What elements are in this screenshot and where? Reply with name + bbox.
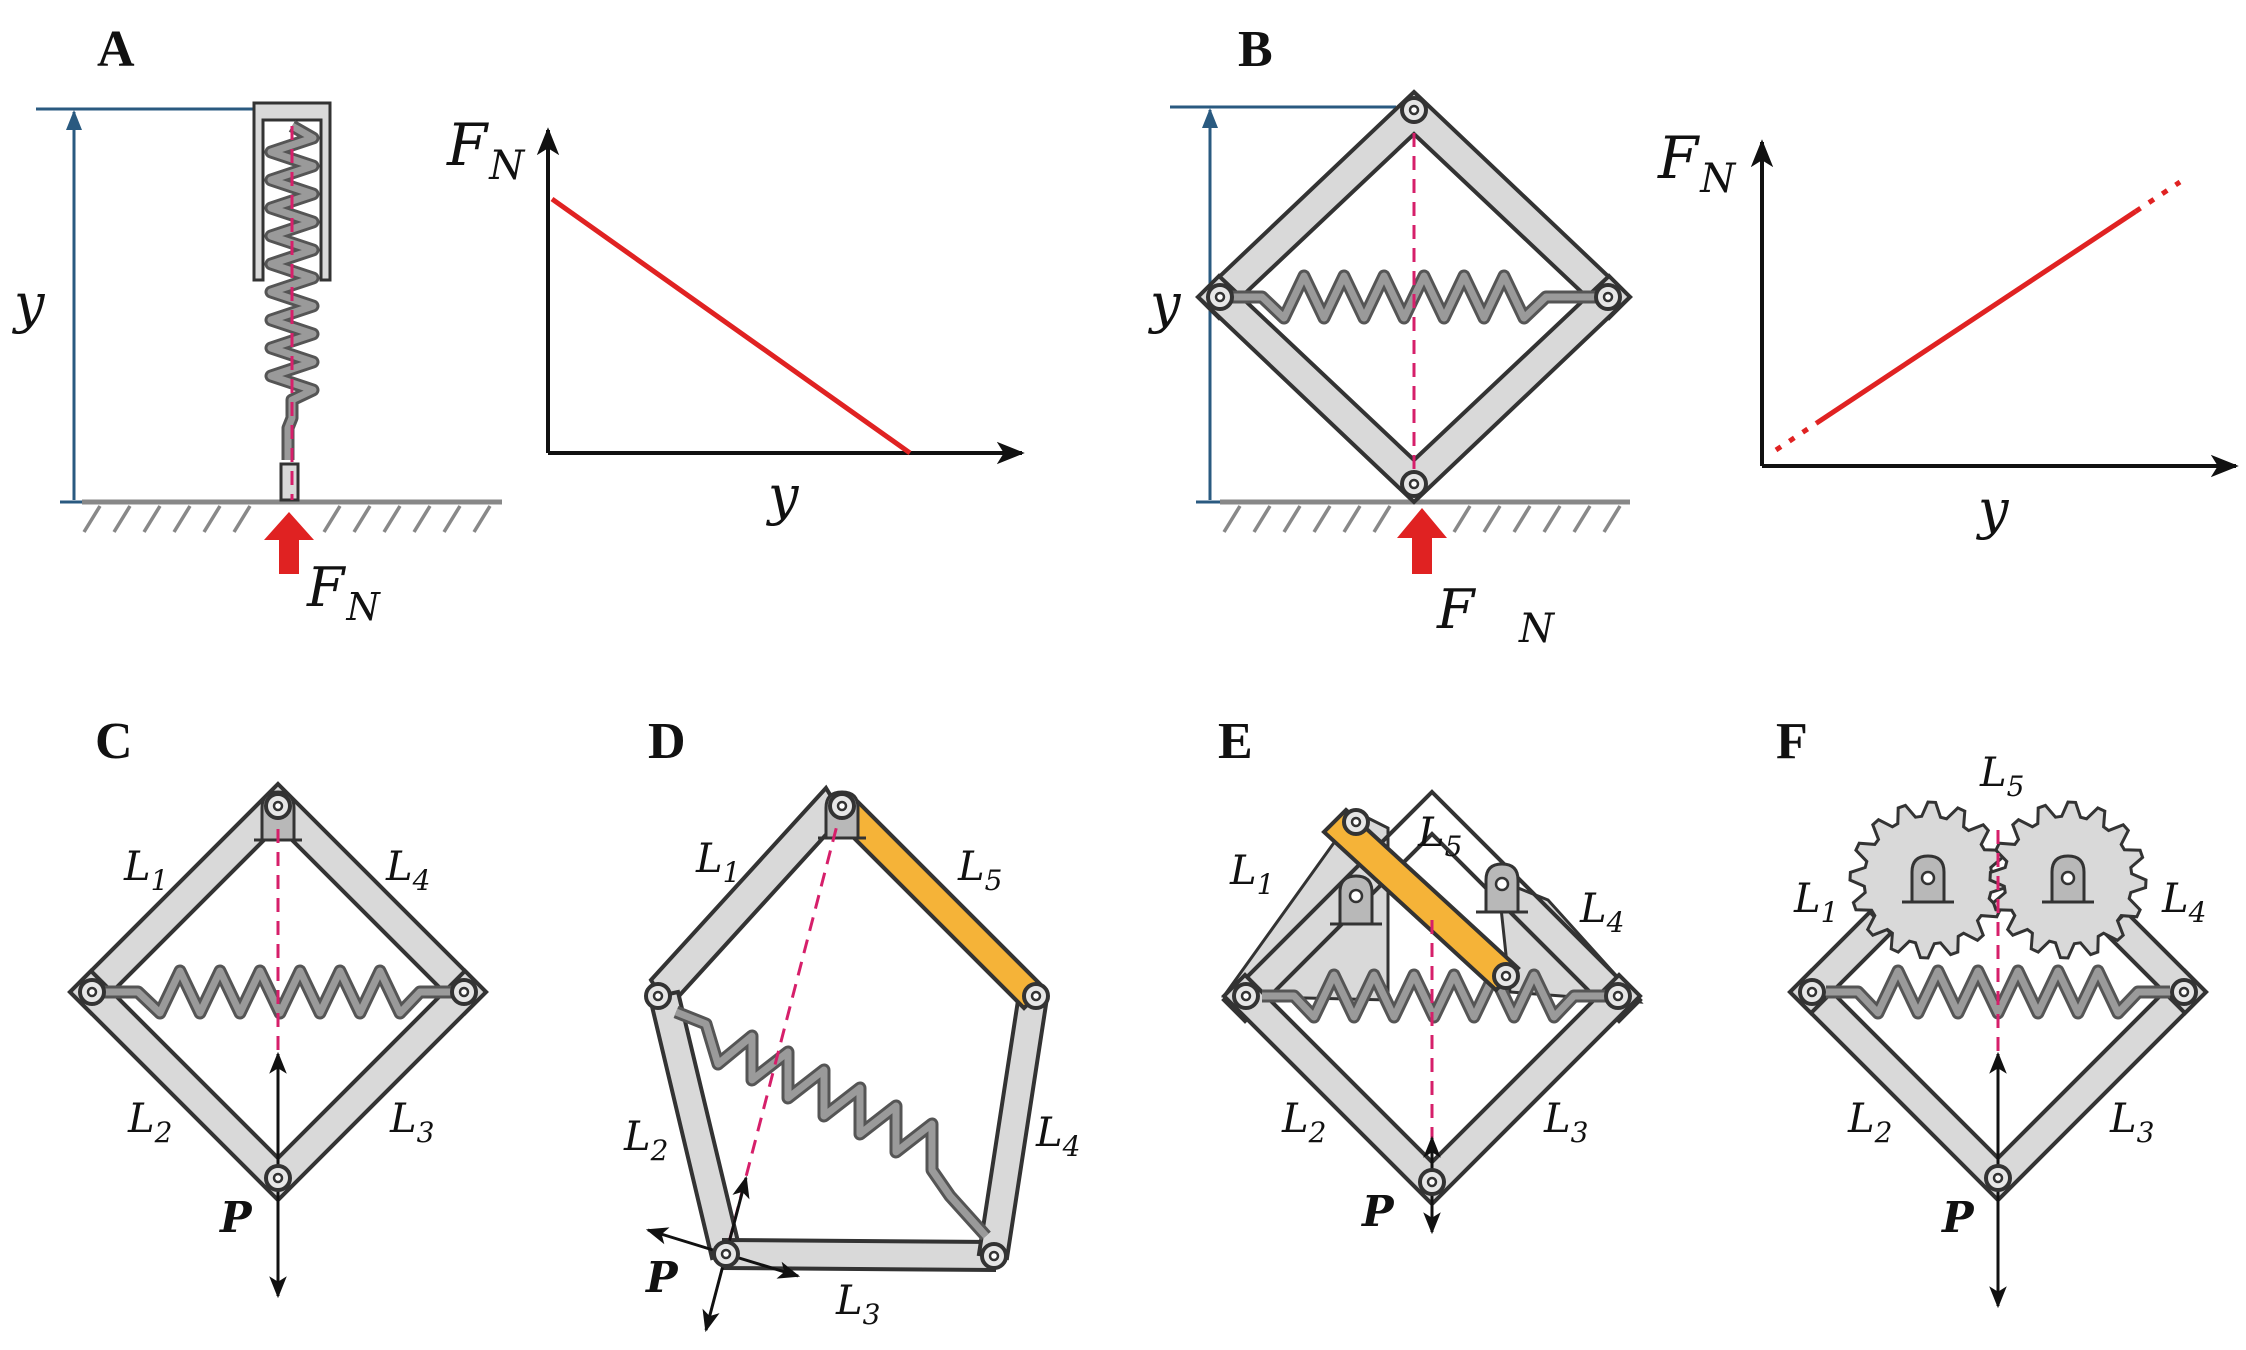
label-d-L5: L5 [957, 844, 1002, 897]
label-c-P: P [219, 1193, 253, 1242]
ground-hatch-b [1222, 505, 1622, 533]
panel-letter-e: E [1218, 713, 1253, 770]
chart-a-ylabel: FN [446, 111, 526, 189]
link-d-L5 [829, 793, 1047, 1011]
label-c-L4: L4 [385, 844, 430, 897]
label-f-P: P [1941, 1193, 1975, 1242]
pins-b [1206, 96, 1622, 498]
chart-b-series-start [1774, 421, 1818, 453]
pins-e [1232, 808, 1632, 1196]
chart-a: FN y [446, 111, 1025, 527]
panel-b: B y F N [1148, 21, 2239, 652]
label-d-L4: L4 [1035, 1110, 1080, 1163]
label-e-L5: L5 [1417, 810, 1462, 863]
label-e-L1: L1 [1229, 848, 1274, 901]
label-e-L4: L4 [1579, 886, 1624, 939]
label-c-L1: L1 [123, 844, 168, 897]
centerline-d [724, 805, 844, 1255]
height-label-y-b: y [1148, 272, 1182, 335]
spring-foot [279, 462, 300, 502]
pins-f [1798, 978, 2198, 1192]
chart-a-xlabel: y [766, 464, 800, 527]
chart-b-ylabel: FN [1657, 124, 1737, 202]
rhombus-upper-e-outline [1221, 789, 1643, 1024]
label-c-L2: L2 [127, 1096, 172, 1149]
panel-letter-d: D [648, 713, 686, 770]
force-label-b-F: F [1436, 578, 1477, 641]
chart-b-xlabel: y [1976, 478, 2010, 541]
force-label-b-N: N [1518, 606, 1556, 652]
height-label-y: y [12, 272, 46, 335]
link-e-L5 [1321, 807, 1521, 993]
panel-f: F L1 L5 L4 L2 L3 P [1776, 713, 2209, 1309]
force-label-a: FN [306, 556, 381, 629]
label-d-P: P [645, 1253, 679, 1302]
label-f-L5: L5 [1979, 750, 2024, 803]
panel-letter-a: A [97, 21, 135, 78]
normal-force-arrow [264, 512, 314, 574]
chart-a-series-line [550, 196, 912, 456]
ground-hatch [82, 505, 492, 533]
label-f-L4: L4 [2161, 876, 2206, 929]
panel-letter-b: B [1238, 21, 1273, 78]
label-e-L3: L3 [1543, 1096, 1588, 1149]
chart-b-series-line [1815, 209, 2137, 426]
panel-e: E L1 L5 L4 L2 L3 P [1218, 713, 1644, 1236]
panel-a: A y FN FN y [12, 21, 1025, 629]
label-e-P: P [1361, 1187, 1395, 1236]
pins-c [78, 792, 478, 1192]
chart-b: FN y [1657, 124, 2239, 541]
spring-housing [252, 101, 332, 282]
normal-force-arrow-b [1397, 508, 1447, 574]
label-d-L2: L2 [623, 1114, 668, 1167]
label-e-L2: L2 [1281, 1096, 1326, 1149]
label-f-L1: L1 [1793, 876, 1838, 929]
panel-d: D L1 L5 L2 L4 L3 P [623, 713, 1080, 1333]
link-d-L2 [647, 989, 743, 1261]
label-f-L2: L2 [1847, 1096, 1892, 1149]
label-c-L3: L3 [389, 1096, 434, 1149]
link-d-L1 [648, 784, 846, 1012]
panel-letter-f: F [1776, 713, 1808, 770]
label-d-L1: L1 [695, 836, 740, 889]
panel-letter-c: C [95, 713, 133, 770]
pins-d [644, 792, 1050, 1270]
chart-b-series-end [2134, 179, 2182, 214]
label-d-L3: L3 [835, 1278, 880, 1331]
label-f-L3: L3 [2109, 1096, 2154, 1149]
panel-c: C L1 L4 L2 L3 P [67, 713, 489, 1299]
